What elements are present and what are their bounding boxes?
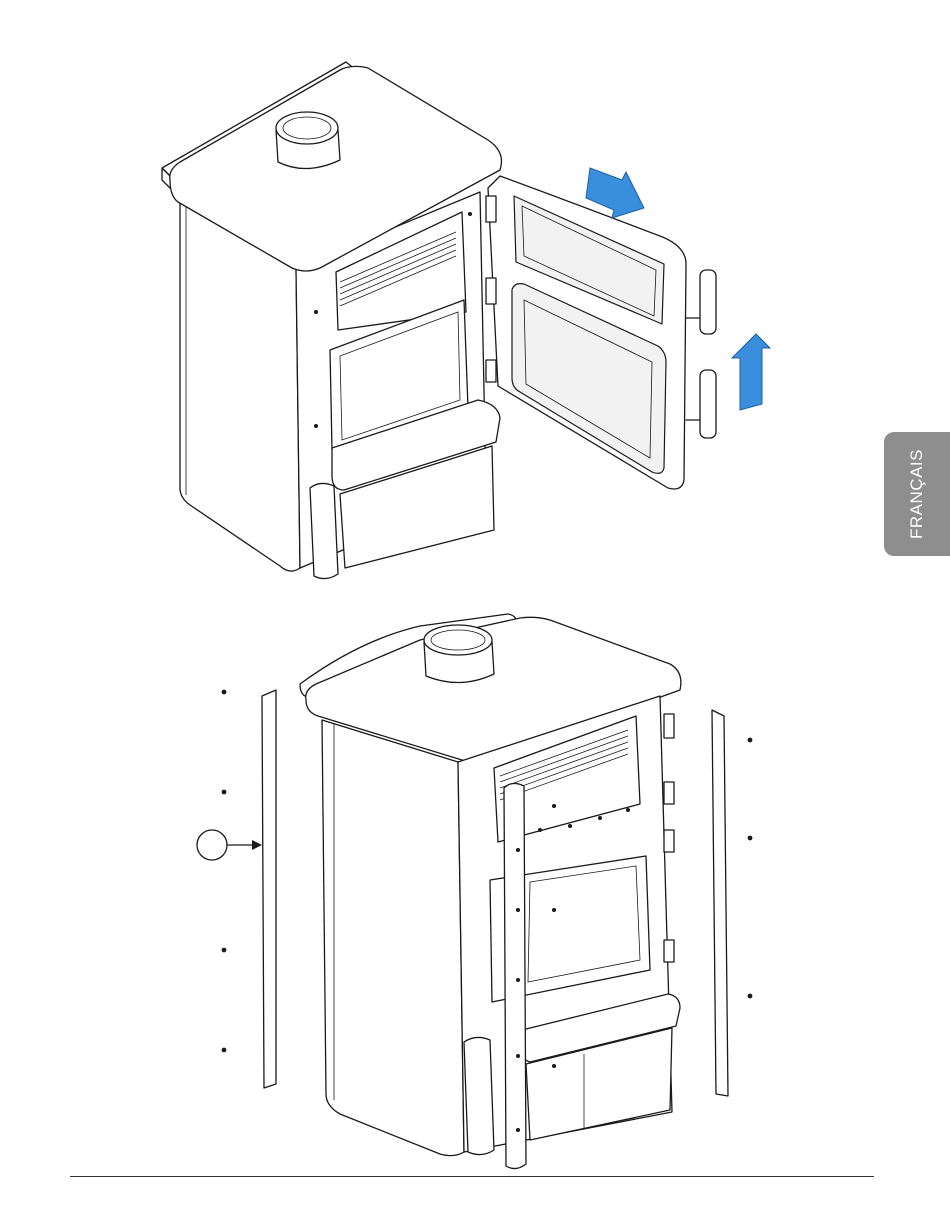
stove-door-open-figure — [162, 62, 770, 579]
stove-panels-exploded-figure — [197, 614, 752, 1169]
language-tab: FRANÇAIS — [884, 432, 950, 556]
left-side-panel — [262, 690, 276, 1088]
callout-bubble — [197, 830, 262, 860]
front-post — [504, 783, 526, 1168]
flue-collar-bottom — [424, 625, 494, 683]
right-side-panel — [712, 710, 728, 1096]
language-tab-label: FRANÇAIS — [907, 449, 927, 539]
door-handles — [686, 270, 716, 438]
arrow-right-icon — [586, 168, 644, 218]
stove-left-side-bottom — [322, 720, 464, 1156]
flue-collar — [276, 112, 340, 169]
footer-rule — [70, 1176, 874, 1177]
arrow-up-icon — [732, 334, 770, 410]
